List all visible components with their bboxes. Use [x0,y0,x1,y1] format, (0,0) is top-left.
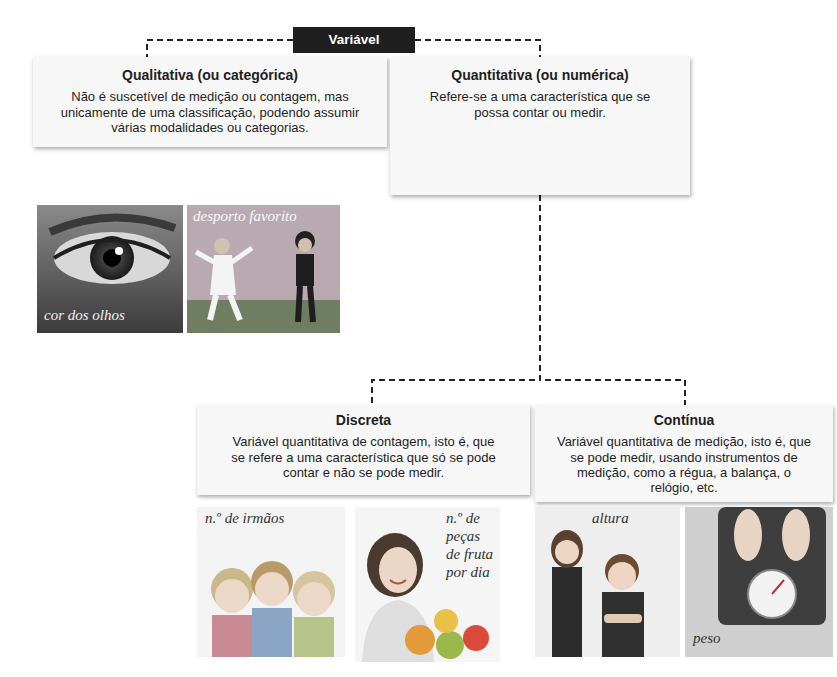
woman-face [379,547,417,593]
child-face [215,579,249,613]
fruit [405,625,435,655]
node-description: Refere-se a uma característica que se po… [412,89,668,120]
subtype-box: DiscretaVariável quantitativa de contage… [197,405,530,495]
dashed-connector [415,40,540,57]
scale-needle [772,580,784,594]
node-heading: Qualitativa (ou categórica) [60,66,360,84]
photo-ground [685,507,833,657]
photo-ground [37,205,183,333]
photo-ground [535,507,680,657]
person-body [296,254,314,286]
photo-caption: desporto favorito [193,207,333,225]
girl-face [555,540,579,564]
fruit [434,609,458,633]
woman-shoulders [362,600,434,662]
person-leg [298,286,300,322]
photo-ground [197,507,345,657]
woman-smile [390,580,406,584]
category-box: Qualitativa (ou categórica) Não é suscetí… [33,57,387,147]
girl-hair [551,530,583,568]
fruit [463,625,489,651]
photo-caption: cor dos olhos [44,306,174,324]
subtype-box: ContínuaVariável quantitativa de medição… [535,405,833,502]
person-head [214,238,230,254]
photo-ground [355,507,500,662]
fruit [436,631,464,659]
person-leg [310,286,313,322]
node-heading: Quantitativa (ou numérica) [412,66,668,84]
dashed-connector [372,195,540,405]
dashed-connector [147,40,293,57]
sport-photo [187,205,340,333]
boy-body [602,592,644,657]
eyelid [54,240,170,258]
node-heading: Variável [297,31,411,49]
fruit-photo [355,507,500,662]
node-heading: Contínua [556,411,812,429]
photo-caption: n.º de irmãos [205,509,335,527]
photo-ground [187,205,340,333]
scale-body [718,507,826,625]
siblings-photo [197,507,345,657]
photo-caption: peso [693,629,753,647]
foot [734,509,762,561]
eye-white [54,232,170,284]
girl-body [552,567,582,657]
child-shirt [252,608,292,657]
boy-face [608,562,636,590]
person-arm [232,248,252,262]
eye-photo [37,205,183,333]
child-face [255,572,289,606]
child-shirt [294,617,334,657]
weight-photo [685,507,833,657]
person-arm [196,252,214,262]
child-shirt [212,615,252,657]
eye-highlight [115,247,123,255]
child-face [297,582,331,616]
woman-hair [367,533,423,597]
node-description: Variável quantitativa de medição, isto é… [556,434,812,495]
foot [782,509,810,561]
node-description: Variável quantitativa de contagem, isto … [225,434,502,480]
height-photo [535,507,680,657]
scale-dial [748,570,796,618]
node-heading: Discreta [225,411,502,429]
eyebrow [50,217,175,232]
category-box: Quantitativa (ou numérica) Refere-se a um… [390,57,690,195]
node-description: Não é suscetível de medição ou contagem,… [60,89,360,135]
person-leg [230,295,240,320]
person-head [298,238,312,252]
person-hair [295,231,315,251]
root-variable-box: Variável [293,27,415,53]
photo-caption: n.º de peças de fruta por dia [446,509,498,581]
person-leg [210,295,216,320]
boy-arms [604,614,642,623]
photo-caption: altura [592,509,662,527]
dashed-connector [540,195,685,405]
